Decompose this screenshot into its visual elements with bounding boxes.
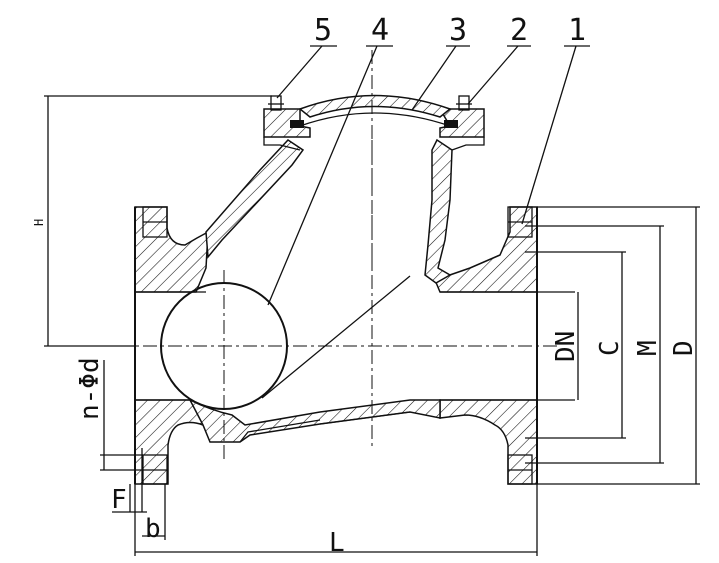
- dim-m-label: M: [633, 340, 663, 356]
- callout-2: 2: [510, 13, 528, 48]
- dim-n-phi-d-label: n-Φd: [75, 357, 105, 420]
- valve-body: [134, 138, 575, 485]
- callout-5: 5: [314, 13, 332, 48]
- right-flange-bottom: [439, 399, 538, 485]
- dim-d-label: D: [669, 340, 699, 356]
- cover-bolt-left: [270, 95, 282, 111]
- bonnet-neck-wall: [205, 139, 305, 259]
- dome-cover: [298, 94, 452, 118]
- seat-wall: [424, 138, 453, 284]
- dim-b-label: b: [145, 514, 161, 544]
- cover-bolt-right: [458, 95, 470, 111]
- gasket-right: [444, 120, 458, 128]
- gasket-left: [290, 120, 304, 128]
- right-flange-top: [433, 206, 538, 293]
- left-flange-top: [134, 206, 209, 293]
- dim-dn-label: DN: [551, 331, 581, 362]
- dim-l-label: L: [329, 528, 345, 558]
- callout-3: 3: [449, 13, 467, 48]
- dimension-lines: [44, 95, 700, 556]
- dim-c-label: C: [595, 340, 625, 356]
- centre-lines: [118, 50, 560, 462]
- callout-4: 4: [371, 13, 389, 48]
- bonnet-cover: [263, 94, 485, 151]
- callout-1: 1: [568, 13, 586, 48]
- dim-f-label: F: [111, 485, 127, 515]
- dim-h-label: H: [32, 219, 46, 226]
- callout-leaders: [261, 45, 590, 399]
- left-flange-bottom: [134, 399, 205, 485]
